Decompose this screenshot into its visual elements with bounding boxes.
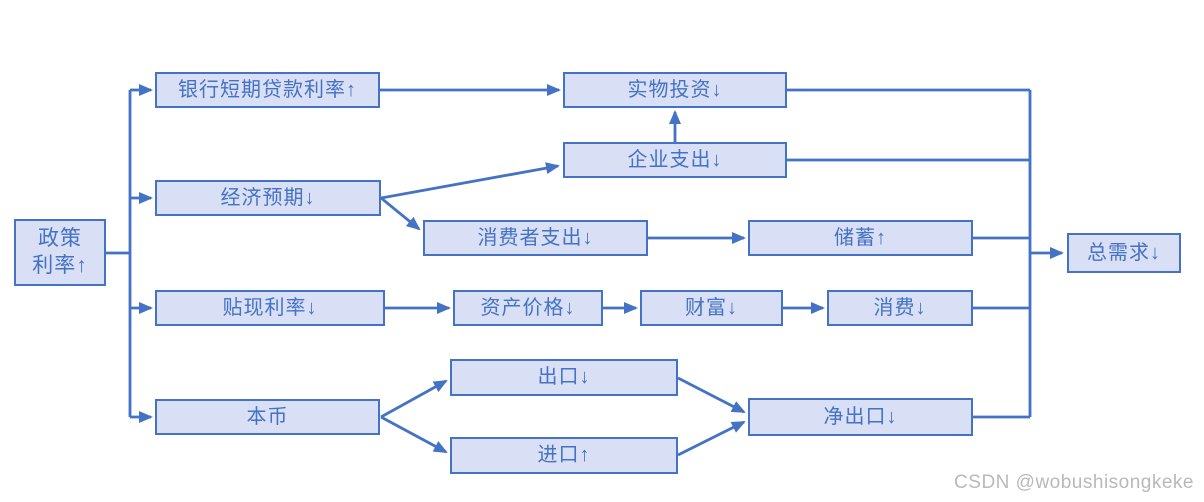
node-discount-rate: 贴现利率↓ bbox=[155, 290, 385, 326]
watermark: CSDN @wobushisongkeke bbox=[954, 472, 1194, 493]
node-policy-rate: 政策 利率↑ bbox=[14, 219, 106, 286]
node-aggregate-demand: 总需求↓ bbox=[1067, 233, 1181, 273]
node-domestic-currency: 本币 bbox=[155, 399, 380, 435]
node-bank-loan-rate: 银行短期贷款利率↑ bbox=[155, 72, 380, 108]
node-asset-price: 资产价格↓ bbox=[453, 290, 603, 326]
node-wealth: 财富↓ bbox=[640, 290, 783, 326]
node-imports: 进口↑ bbox=[450, 437, 678, 474]
node-consumer-spending: 消费者支出↓ bbox=[423, 220, 648, 256]
node-consumption: 消费↓ bbox=[827, 290, 973, 326]
node-enterprise-spending: 企业支出↓ bbox=[563, 142, 787, 178]
node-exports: 出口↓ bbox=[450, 359, 678, 396]
node-economic-expectation: 经济预期↓ bbox=[155, 180, 381, 216]
node-net-exports: 净出口↓ bbox=[748, 398, 973, 436]
node-savings: 储蓄↑ bbox=[748, 220, 973, 256]
node-real-investment: 实物投资↓ bbox=[563, 72, 787, 108]
